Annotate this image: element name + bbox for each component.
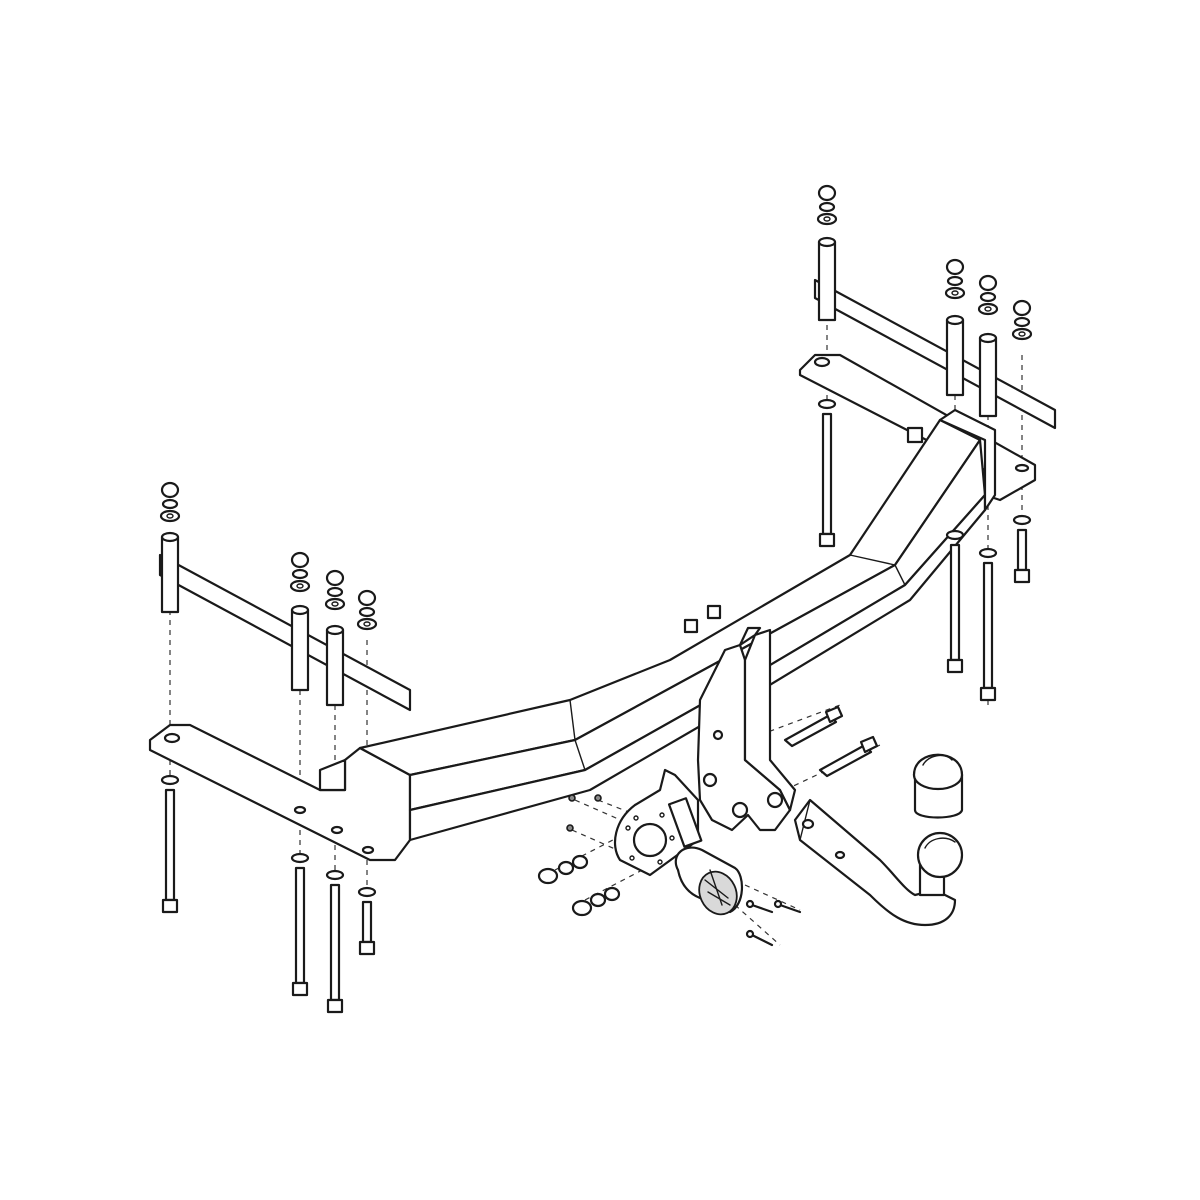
right-stack-4-nut [1012, 299, 1032, 317]
left-stack-2-washer [289, 579, 311, 593]
right-spacer-3 [978, 336, 998, 418]
left-stack-1-lock-washer [161, 498, 179, 510]
right-bolt-4-shank [1016, 528, 1028, 572]
ball-cap [912, 753, 964, 819]
right-stack-4-lock-washer [1013, 316, 1031, 328]
left-spacer-2 [290, 608, 310, 692]
left-bolt-2-shank [294, 866, 306, 985]
left-stack-1-nut [160, 481, 180, 499]
right-bolt-3-washer [978, 547, 998, 559]
right-bolt-3-head [979, 686, 997, 702]
right-stack-1-nut [817, 184, 837, 202]
left-stack-2-lock-washer [291, 568, 309, 580]
left-stack-3-nut [325, 569, 345, 587]
right-bolt-1-shank [821, 412, 833, 536]
left-strap [158, 553, 412, 712]
fastener-layer [159, 184, 1033, 1014]
right-bolt-1-head [818, 532, 836, 548]
small-nut-2 [594, 794, 602, 802]
hitch-nut-stack-1 [537, 854, 589, 885]
right-bolt-2-shank [949, 543, 961, 662]
hitch-bracket [696, 626, 797, 832]
right-bolt-2-head [946, 658, 964, 674]
left-stack-1-washer [159, 509, 181, 523]
left-bolt-2-washer [290, 852, 310, 864]
right-bolt-2-washer [945, 529, 965, 541]
right-stack-2-washer [944, 286, 966, 300]
right-stack-3-lock-washer [979, 291, 997, 303]
right-bolt-4-head [1013, 568, 1031, 584]
left-bolt-2-head [291, 981, 309, 997]
crossbar [358, 408, 997, 842]
hitch-bolt-1 [783, 705, 844, 748]
socket-fasteners [537, 705, 879, 947]
right-stack-3-nut [978, 274, 998, 292]
left-bolt-4-shank [361, 900, 373, 944]
left-stack-4-washer [356, 617, 378, 631]
right-bolt-1-washer [817, 398, 837, 410]
right-stack-2-lock-washer [946, 275, 964, 287]
left-bolt-4-washer [357, 886, 377, 898]
right-stack-4-washer [1011, 327, 1033, 341]
left-stack-2-nut [290, 551, 310, 569]
right-stack-1-lock-washer [818, 201, 836, 213]
small-nut-1 [568, 794, 576, 802]
small-screw-2 [773, 899, 802, 914]
hitch-nut-stack-2 [571, 886, 621, 917]
left-bolt-1-washer [160, 774, 180, 786]
ball-arm [793, 798, 964, 927]
left-bolt-1-head [161, 898, 179, 914]
left-stack-3-washer [324, 597, 346, 611]
hitch-bolt-2 [818, 735, 879, 778]
left-bolt-3-head [326, 998, 344, 1014]
right-bolt-4-washer [1012, 514, 1032, 526]
small-screw-1 [745, 899, 774, 914]
left-bolt-4-head [358, 940, 376, 956]
left-spacer-3 [325, 628, 345, 707]
left-bolt-3-shank [329, 883, 341, 1002]
left-stack-3-lock-washer [326, 586, 344, 598]
socket-plate [613, 768, 703, 877]
left-stack-4-lock-washer [358, 606, 376, 618]
right-stack-2-nut [945, 258, 965, 276]
left-bolt-1-shank [164, 788, 176, 902]
electrical-socket [674, 846, 743, 916]
left-spacer-1 [160, 535, 180, 614]
right-spacer-1 [817, 240, 837, 322]
small-nut-3 [566, 824, 574, 832]
right-spacer-2 [945, 318, 965, 397]
left-stack-4-nut [357, 589, 377, 607]
small-screw-3 [745, 929, 774, 947]
right-stack-3-washer [977, 302, 999, 316]
right-bolt-3-shank [982, 561, 994, 690]
left-bolt-3-washer [325, 869, 345, 881]
right-stack-1-washer [816, 212, 838, 226]
